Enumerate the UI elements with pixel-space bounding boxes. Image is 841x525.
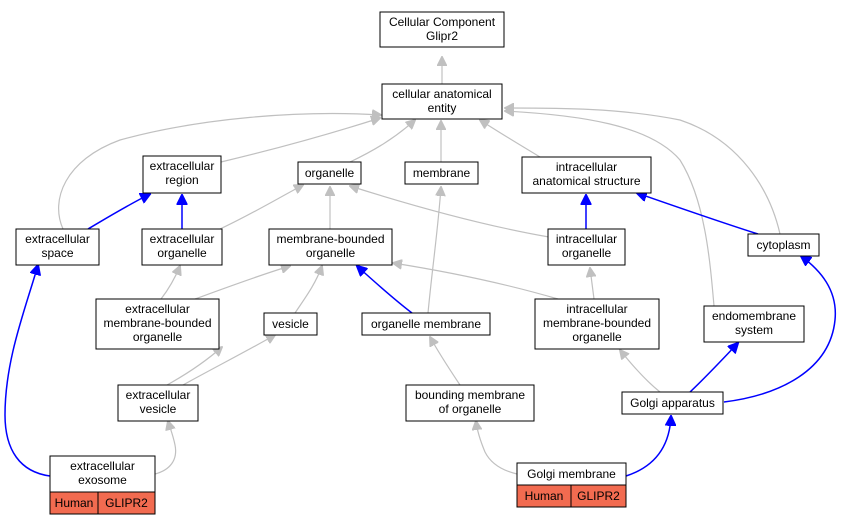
- node-extracellular-exosome[interactable]: extracellular exosome Human GLIPR2: [49, 455, 156, 515]
- node-root-line1: Cellular Component: [389, 15, 496, 29]
- edge-golgi-endo: [689, 343, 738, 393]
- node-golgimem-label: Golgi membrane: [527, 467, 616, 481]
- node-vesicle[interactable]: vesicle: [263, 312, 318, 336]
- edge-cytoplasm-cae: [505, 108, 781, 235]
- edge-ias-cae: [480, 120, 541, 158]
- edge-golgimem-golgi: [625, 416, 671, 477]
- node-extracellular-vesicle[interactable]: extracellular vesicle: [117, 384, 199, 422]
- edge-intmbo-mbo: [393, 263, 559, 300]
- node-exves-line2: vesicle: [140, 402, 177, 416]
- node-membrane-label: membrane: [413, 166, 471, 180]
- edge-cytoplasm-ias: [637, 193, 759, 235]
- node-intracellular-organelle[interactable]: intracellular organelle: [547, 228, 626, 266]
- node-exmbo-line1: extracellular: [125, 302, 190, 316]
- edge-golgimem-boundmem: [476, 421, 518, 475]
- node-exreg-line2: region: [165, 173, 198, 187]
- node-extracellular-region[interactable]: extracellular region: [142, 155, 222, 194]
- node-intmbo-line3: organelle: [572, 330, 622, 344]
- edge-golgi-cytoplasm: [723, 256, 836, 403]
- node-cellular-anatomical-entity[interactable]: cellular anatomical entity: [381, 83, 503, 120]
- node-mbo-line2: organelle: [306, 246, 356, 260]
- tag-golgimem-species-label: Human: [525, 489, 564, 503]
- node-root-line2: Glipr2: [426, 29, 458, 43]
- node-exosome-line1: extracellular: [70, 459, 135, 473]
- tag-exosome-gene: [97, 491, 156, 515]
- node-endomembrane-system[interactable]: endomembrane system: [703, 305, 805, 343]
- node-exspace-line1: extracellular: [25, 232, 90, 246]
- node-vesicle-label: vesicle: [272, 317, 309, 331]
- node-exorg-line1: extracellular: [150, 232, 215, 246]
- edge-vesicle-mbo: [294, 266, 322, 314]
- node-golgi-apparatus[interactable]: Golgi apparatus: [621, 391, 724, 415]
- node-membrane[interactable]: membrane: [404, 161, 479, 185]
- node-intmbo-line1: intracellular: [566, 302, 627, 316]
- node-ias-line1: intracellular: [556, 160, 617, 174]
- edge-exves-exmbo: [166, 347, 222, 386]
- edges: [4, 57, 836, 477]
- node-organelle-label: organelle: [305, 166, 355, 180]
- node-membrane-bounded-organelle[interactable]: membrane-bounded organelle: [268, 228, 393, 266]
- edge-exspace-cae: [58, 114, 381, 230]
- edge-intmbo-intorg: [590, 268, 594, 300]
- node-exreg-line1: extracellular: [150, 159, 215, 173]
- node-golgi-label: Golgi apparatus: [630, 396, 715, 410]
- node-exosome-line2: exosome: [78, 473, 127, 487]
- node-intmbo-line2: membrane-bounded: [543, 316, 651, 330]
- tag-golgimem-gene: [570, 484, 627, 508]
- node-intorg-line2: organelle: [562, 246, 612, 260]
- edge-exves-vesicle: [182, 335, 275, 386]
- node-endo-line1: endomembrane: [712, 309, 796, 323]
- node-organelle-membrane[interactable]: organelle membrane: [361, 312, 491, 336]
- node-cae-line1: cellular anatomical: [392, 87, 491, 101]
- node-exmbo-line3: organelle: [133, 330, 183, 344]
- nodes: Cellular Component Glipr2 cellular anato…: [15, 11, 820, 515]
- node-extracellular-space[interactable]: extracellular space: [15, 228, 100, 266]
- edge-boundmem-orgmem: [430, 337, 461, 386]
- edge-endo-cae: [505, 111, 715, 307]
- edge-intorg-organelle: [350, 186, 550, 238]
- node-cytoplasm[interactable]: cytoplasm: [747, 233, 820, 257]
- edge-organelle-cae: [349, 120, 415, 163]
- node-golgi-membrane[interactable]: Golgi membrane Human GLIPR2: [516, 462, 627, 508]
- edge-orgmem-membrane: [427, 187, 441, 314]
- node-intorg-line1: intracellular: [556, 232, 617, 246]
- node-cytoplasm-label: cytoplasm: [756, 238, 810, 252]
- edge-exorg-organelle: [219, 185, 303, 230]
- node-intracellular-anatomical-structure[interactable]: intracellular anatomical structure: [521, 156, 652, 194]
- node-mbo-line1: membrane-bounded: [276, 232, 384, 246]
- node-root[interactable]: Cellular Component Glipr2: [379, 11, 505, 48]
- tag-golgimem-gene-label: GLIPR2: [577, 489, 620, 503]
- node-cae-line2: entity: [428, 101, 457, 115]
- edge-exosome-exspace: [4, 265, 51, 477]
- node-exspace-line2: space: [41, 246, 73, 260]
- edge-exmbo-mbo: [194, 266, 290, 300]
- tag-exosome-gene-label: GLIPR2: [105, 496, 148, 510]
- node-endo-line2: system: [735, 323, 773, 337]
- tag-exosome-species-label: Human: [55, 496, 94, 510]
- node-exorg-line2: organelle: [157, 246, 207, 260]
- node-exmbo-line2: membrane-bounded: [103, 316, 211, 330]
- edge-exspace-exreg: [87, 194, 150, 230]
- node-orgmem-label: organelle membrane: [371, 317, 481, 331]
- node-ias-line2: anatomical structure: [532, 174, 640, 188]
- node-extracellular-organelle[interactable]: extracellular organelle: [141, 228, 223, 266]
- node-boundmem-line1: bounding membrane: [415, 388, 525, 402]
- node-organelle[interactable]: organelle: [297, 161, 362, 185]
- edge-golgi-intmbo: [620, 350, 661, 393]
- node-boundmem-line2: of organelle: [439, 402, 502, 416]
- edge-orgmem-mbo: [357, 266, 413, 314]
- edge-exreg-cae: [220, 118, 380, 163]
- node-intracellular-membrane-bounded-organelle[interactable]: intracellular membrane-bounded organelle: [534, 298, 660, 350]
- node-extracellular-membrane-bounded-organelle[interactable]: extracellular membrane-bounded organelle: [95, 298, 220, 350]
- edge-exmbo-exorg: [160, 266, 180, 300]
- edge-exosome-exves: [154, 421, 177, 475]
- node-bounding-membrane-of-organelle[interactable]: bounding membrane of organelle: [405, 384, 535, 422]
- node-exves-line1: extracellular: [126, 388, 191, 402]
